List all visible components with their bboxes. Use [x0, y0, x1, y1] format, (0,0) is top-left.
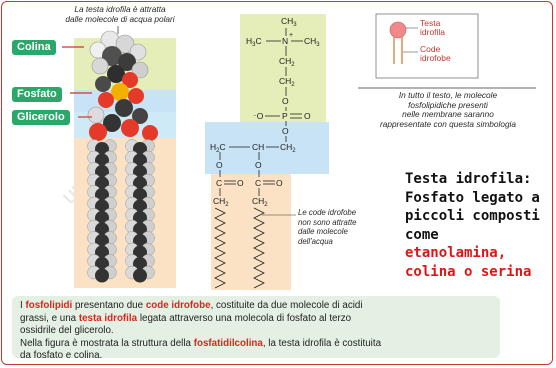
svg-text:O: O	[276, 178, 283, 188]
svg-text:⁻O: ⁻O	[253, 111, 264, 121]
zigzag-tails	[214, 207, 265, 289]
svg-text:CH3: CH3	[281, 16, 297, 28]
tail-left	[87, 139, 117, 283]
svg-text:CH2: CH2	[213, 196, 229, 208]
svg-text:idrofobe: idrofobe	[420, 53, 451, 63]
structural-formula: CH3 H3C N + CH3 CH2 CH2 O ⁻O P O O H2C C…	[210, 16, 320, 208]
svg-text:C: C	[255, 178, 261, 188]
svg-text:N: N	[282, 36, 288, 46]
legend-head-icon	[389, 21, 407, 39]
svg-text:C: C	[216, 178, 222, 188]
note-symbol: In tutto il testo, le molecole fosfolipi…	[379, 90, 517, 129]
svg-text:CH2: CH2	[279, 76, 295, 88]
svg-text:O: O	[237, 178, 244, 188]
svg-text:O: O	[255, 160, 262, 170]
formula-band-glicerolo	[205, 122, 329, 174]
svg-text:P: P	[282, 111, 288, 121]
svg-text:O: O	[282, 126, 289, 136]
svg-text:idrofila: idrofila	[420, 27, 445, 37]
formula-band-colina	[240, 14, 326, 92]
formula-band-tails	[211, 174, 291, 290]
svg-text:O: O	[304, 111, 311, 121]
legend-tail-label: Code	[420, 44, 441, 54]
svg-text:CH3: CH3	[304, 36, 320, 48]
svg-text:H3C: H3C	[246, 36, 262, 48]
note-tails: Le code idrofobe non sono attratte dalle…	[298, 208, 357, 246]
svg-text:CH2: CH2	[279, 56, 295, 68]
svg-text:CH2: CH2	[280, 142, 296, 154]
svg-text:+: +	[289, 32, 293, 39]
label-colina: Colina	[12, 40, 56, 55]
label-glicerolo: Glicerolo	[12, 110, 70, 125]
tail-atom	[133, 268, 147, 283]
formula-band-fosfato	[240, 92, 326, 126]
legend-head-label: Testa	[420, 18, 441, 28]
tail-right	[125, 139, 155, 283]
svg-text:H2C: H2C	[210, 142, 226, 154]
svg-text:O: O	[282, 96, 289, 106]
svg-text:CH2: CH2	[252, 196, 268, 208]
note-head-attracted: La testa idrofila è attratta dalle molec…	[65, 4, 175, 24]
svg-text:O: O	[216, 160, 223, 170]
space-filling-model	[87, 30, 158, 141]
label-fosfato: Fosfato	[12, 87, 62, 102]
caption-box: I fosfolipidi presentano due code idrofo…	[12, 296, 500, 361]
svg-text:CH: CH	[252, 142, 264, 152]
tail-atom	[95, 268, 109, 283]
head-description: Testa idrofila: Fosfato legato a piccoli…	[405, 171, 540, 280]
